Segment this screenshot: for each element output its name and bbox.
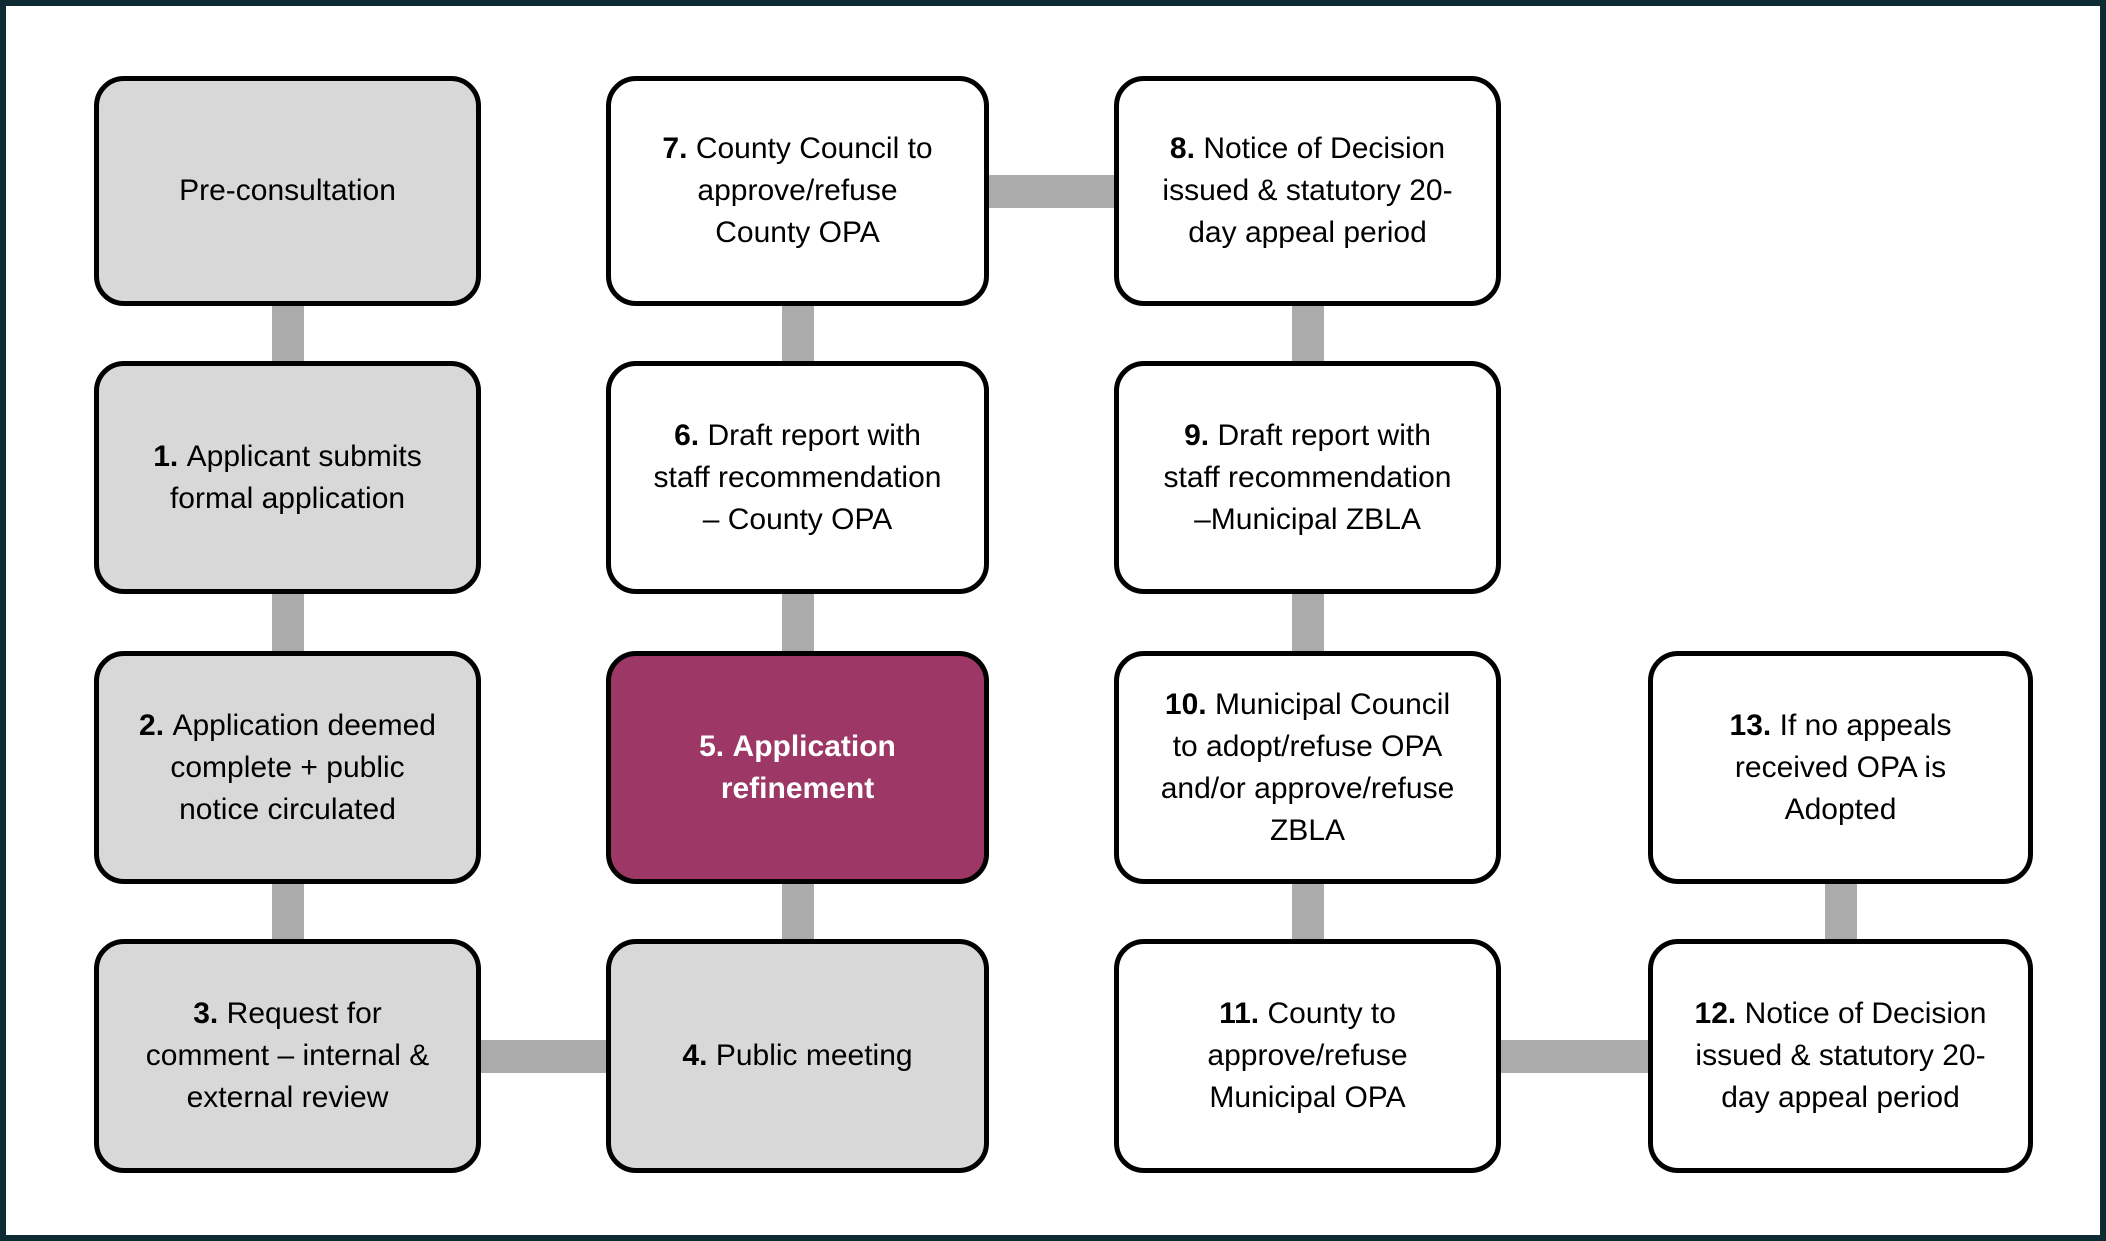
- box-text: Application deemed: [172, 708, 436, 742]
- box-text: Public meeting: [715, 1039, 913, 1072]
- flow-box-1-applicant-submits: 1.Applicant submits formal application: [94, 361, 481, 594]
- box-text: Applicant submits: [186, 439, 422, 473]
- box-text: issued & statutory 20-: [1695, 1039, 1986, 1072]
- step-number: 10.: [1164, 687, 1207, 721]
- connector-pre-to-1: [272, 298, 304, 368]
- box-text: complete + public: [170, 750, 405, 784]
- box-text: County to: [1267, 997, 1396, 1030]
- box-text: staff recommendation: [653, 460, 942, 494]
- flow-box-4-public-meeting: 4.Public meeting: [606, 939, 989, 1173]
- flow-box-12-notice-of-decision: 12.Notice of Decision issued & statutory…: [1648, 939, 2033, 1173]
- step-number: 2.: [139, 708, 165, 742]
- box-text: day appeal period: [1721, 1081, 1960, 1114]
- step-number: 4.: [682, 1039, 708, 1072]
- connector-5-to-6: [782, 586, 814, 659]
- flow-box-2-application-complete: 2.Application deemed complete + public n…: [94, 651, 481, 884]
- box-text: Pre-consultation: [179, 174, 396, 207]
- box-text: Notice of Decision: [1203, 132, 1446, 165]
- flow-box-8-notice-of-decision: 8.Notice of Decision issued & statutory …: [1114, 76, 1501, 306]
- box-text: to adopt/refuse OPA: [1172, 729, 1443, 763]
- connector-11-to-12: [1496, 1040, 1653, 1073]
- box-text: refinement: [720, 771, 875, 805]
- box-text: Notice of Decision: [1744, 997, 1987, 1030]
- connector-12-to-13: [1825, 876, 1857, 947]
- connector-1-to-2: [272, 586, 304, 659]
- box-text: Application: [732, 729, 896, 763]
- box-text: and/or approve/refuse: [1160, 771, 1455, 805]
- step-number: 1.: [153, 439, 179, 473]
- box-text: Request for: [226, 997, 382, 1030]
- flow-box-pre-consultation: Pre-consultation: [94, 76, 481, 306]
- step-number: 12.: [1694, 997, 1737, 1030]
- box-text: issued & statutory 20-: [1162, 174, 1453, 207]
- box-text: County Council to: [695, 132, 933, 165]
- box-text: external review: [186, 1081, 389, 1114]
- step-number: 6.: [674, 418, 700, 452]
- box-text: –Municipal ZBLA: [1194, 502, 1421, 536]
- flow-box-3-request-for-comment: 3.Request for comment – internal & exter…: [94, 939, 481, 1173]
- box-text: Draft report with: [1217, 418, 1431, 452]
- connector-9-to-10: [1292, 586, 1324, 659]
- connector-3-to-4: [476, 1040, 611, 1073]
- box-text: notice circulated: [179, 792, 396, 826]
- box-text: received OPA is: [1734, 750, 1947, 784]
- box-text: approve/refuse: [697, 174, 898, 207]
- box-text: If no appeals: [1779, 708, 1952, 742]
- box-text: day appeal period: [1188, 216, 1427, 249]
- connector-7-to-8: [984, 175, 1119, 208]
- connector-4-to-5: [782, 876, 814, 947]
- box-text: approve/refuse: [1207, 1039, 1408, 1072]
- box-text: Draft report with: [707, 418, 921, 452]
- box-text: County OPA: [715, 216, 880, 249]
- step-number: 13.: [1729, 708, 1772, 742]
- box-text: staff recommendation: [1163, 460, 1452, 494]
- box-text: formal application: [169, 481, 406, 515]
- step-number: 5.: [699, 729, 725, 763]
- flow-box-5-application-refinement: 5.Application refinement: [606, 651, 989, 884]
- flow-box-10-municipal-council-decision: 10.Municipal Council to adopt/refuse OPA…: [1114, 651, 1501, 884]
- flow-box-9-draft-report-municipal-zbla: 9.Draft report with staff recommendation…: [1114, 361, 1501, 594]
- box-text: comment – internal &: [145, 1039, 430, 1072]
- flow-box-6-draft-report-county-opa: 6.Draft report with staff recommendation…: [606, 361, 989, 594]
- step-number: 3.: [193, 997, 219, 1030]
- flow-box-13-opa-adopted: 13.If no appeals received OPA is Adopted: [1648, 651, 2033, 884]
- connector-10-to-11: [1292, 876, 1324, 947]
- flow-box-7-county-council-decision: 7.County Council to approve/refuse Count…: [606, 76, 989, 306]
- step-number: 7.: [662, 132, 688, 165]
- box-text: Adopted: [1784, 792, 1897, 826]
- box-text: Municipal OPA: [1209, 1081, 1406, 1114]
- step-number: 8.: [1169, 132, 1195, 165]
- step-number: 11.: [1219, 997, 1260, 1030]
- flow-box-11-county-decision-municipal-opa: 11.County to approve/refuse Municipal OP…: [1114, 939, 1501, 1173]
- step-number: 9.: [1184, 418, 1210, 452]
- box-text: – County OPA: [702, 502, 893, 536]
- connector-8-to-9: [1292, 298, 1324, 368]
- box-text: Municipal Council: [1215, 687, 1451, 721]
- connector-2-to-3: [272, 876, 304, 947]
- box-text: ZBLA: [1269, 813, 1346, 847]
- connector-6-to-7: [782, 298, 814, 368]
